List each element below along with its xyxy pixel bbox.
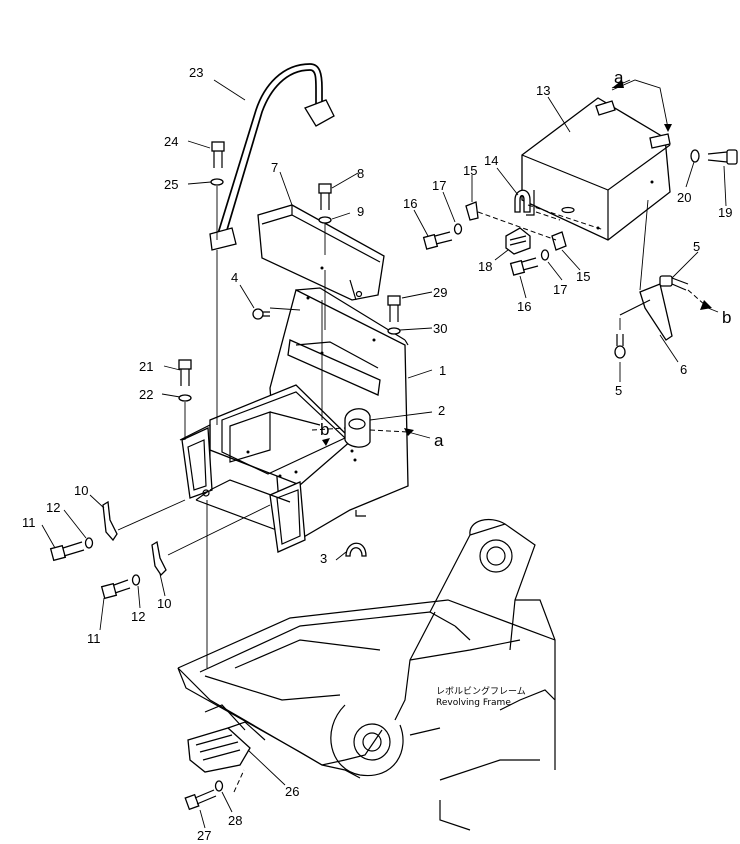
frame-label-en: Revolving Frame	[436, 698, 511, 708]
frame-label-jp: レボルビングフレーム	[436, 685, 526, 697]
bolt-29	[387, 295, 401, 322]
callout-4: 4	[231, 270, 238, 285]
part-23-handrail	[209, 63, 335, 251]
reference-letters: a a b b	[320, 68, 731, 450]
bolt-11-lower	[100, 579, 131, 600]
part-15-clip-lower	[551, 231, 567, 251]
bracket-10-upper	[102, 500, 118, 542]
leader-lines	[41, 79, 727, 829]
ref-a-mid: a	[434, 431, 444, 450]
callout-23: 23	[189, 65, 203, 80]
bolt-8	[318, 183, 332, 210]
bolt-5-upper	[659, 275, 689, 291]
part-13-cover	[521, 97, 671, 241]
callout-17-upper: 17	[432, 178, 446, 193]
part-14-clip	[514, 189, 531, 213]
bracket-10-lower	[151, 540, 167, 577]
assembly-lines	[117, 186, 706, 793]
callout-2: 2	[438, 403, 445, 418]
bolt-5-lower	[614, 334, 626, 359]
part-6-bracket	[619, 283, 673, 341]
callout-15-upper: 15	[463, 163, 477, 178]
callout-1: 1	[439, 363, 446, 378]
callout-27: 27	[197, 828, 211, 843]
callout-12-lower: 12	[131, 609, 145, 624]
washer-12-upper	[84, 537, 94, 549]
callout-26: 26	[285, 784, 299, 799]
callout-7: 7	[271, 160, 278, 175]
battery-tray	[179, 384, 357, 553]
washer-17-lower	[540, 249, 550, 261]
callout-5-lower: 5	[615, 383, 622, 398]
bolt-11-upper	[49, 541, 85, 562]
part-15-clip-upper	[465, 201, 479, 221]
callout-15-lower: 15	[576, 269, 590, 284]
callout-28: 28	[228, 813, 242, 828]
washer-30	[387, 327, 401, 335]
bolt-16-lower	[509, 257, 539, 276]
callout-14: 14	[484, 153, 498, 168]
bolt-19	[707, 149, 738, 165]
part-3-clip	[345, 542, 367, 557]
washer-28	[214, 780, 224, 792]
callout-8: 8	[357, 166, 364, 181]
callout-17-lower: 17	[553, 282, 567, 297]
bolt-21	[178, 359, 192, 386]
bolt-24	[211, 141, 225, 168]
washer-9	[318, 216, 332, 224]
bolt-4	[252, 308, 270, 320]
callout-5-upper: 5	[693, 239, 700, 254]
callout-29: 29	[433, 285, 447, 300]
callout-22: 22	[139, 387, 153, 402]
callout-10-upper: 10	[74, 483, 88, 498]
callout-6: 6	[680, 362, 687, 377]
callout-30: 30	[433, 321, 447, 336]
callouts: 1 2 3 4 5 5 6 7 8 9 10 10 11 11 12 12 13…	[22, 65, 732, 843]
callout-16-upper: 16	[403, 196, 417, 211]
part-18	[505, 227, 531, 255]
reference-arrows	[322, 79, 719, 446]
bolt-27	[184, 789, 217, 811]
washer-12-lower	[131, 574, 141, 586]
ref-a-top: a	[614, 68, 624, 87]
callout-16-lower: 16	[517, 299, 531, 314]
ref-b-right: b	[722, 308, 731, 327]
callout-9: 9	[357, 204, 364, 219]
washer-20	[690, 149, 700, 163]
callout-24: 24	[164, 134, 178, 149]
callout-18: 18	[478, 259, 492, 274]
callout-25: 25	[164, 177, 178, 192]
revolving-frame	[177, 518, 556, 831]
washer-17-upper	[453, 223, 463, 235]
part-2-clamp	[344, 408, 371, 448]
callout-11-lower: 11	[87, 631, 101, 646]
callout-3: 3	[320, 551, 327, 566]
callout-19: 19	[718, 205, 732, 220]
washer-25	[210, 178, 224, 186]
callout-21: 21	[139, 359, 153, 374]
ref-b-mid: b	[320, 420, 329, 439]
callout-12-upper: 12	[46, 500, 60, 515]
callout-13: 13	[536, 83, 550, 98]
bolt-16-upper	[422, 231, 453, 250]
callout-10-lower: 10	[157, 596, 171, 611]
frame-caption: レボルビングフレーム Revolving Frame	[436, 685, 526, 708]
callout-11-upper: 11	[22, 515, 36, 530]
washer-22	[178, 394, 192, 402]
callout-20: 20	[677, 190, 691, 205]
